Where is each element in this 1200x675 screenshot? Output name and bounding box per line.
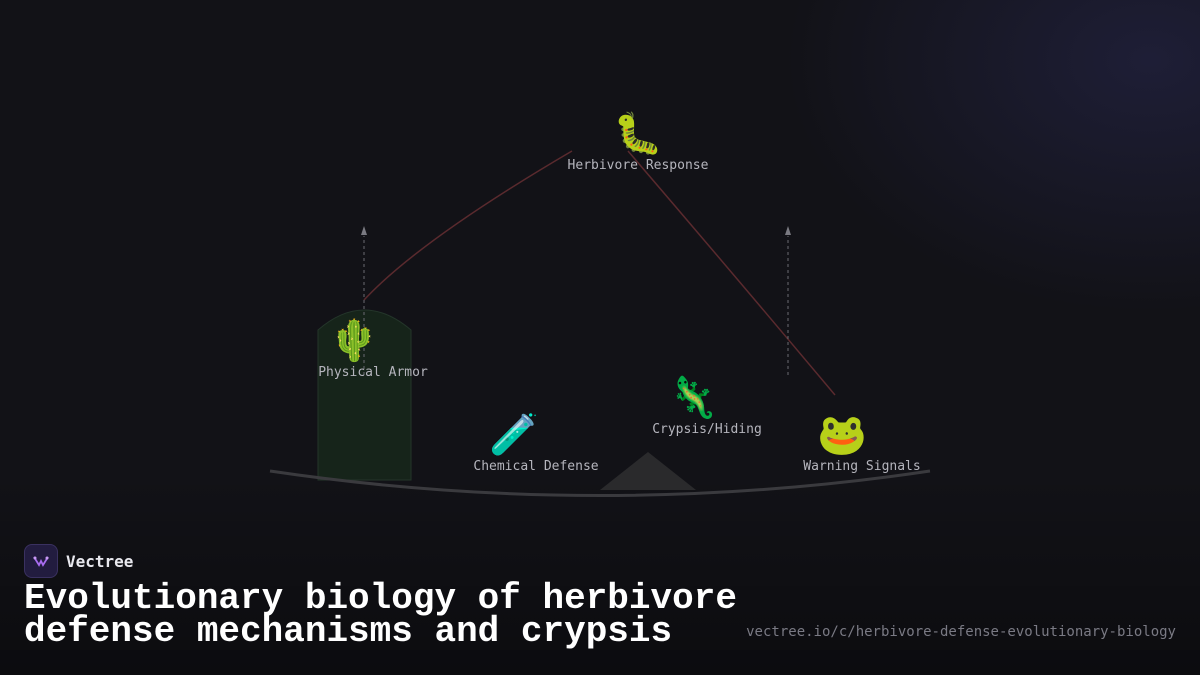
arrow-left-head <box>361 226 367 235</box>
caterpillar-icon: 🐛 <box>613 111 663 157</box>
mound <box>600 452 696 490</box>
node-label: Chemical Defense <box>473 459 599 474</box>
brand-name: Vectree <box>66 551 134 571</box>
lizard-icon: 🦎 <box>668 375 718 421</box>
node-physical-armor: 🌵 Physical Armor <box>293 319 453 380</box>
node-warning-signals: 🐸 Warning Signals <box>782 413 942 474</box>
node-label: Herbivore Response <box>567 158 709 173</box>
node-herbivore-response: 🐛 Herbivore Response <box>548 112 728 173</box>
arrow-right-head <box>785 226 791 235</box>
node-label: Physical Armor <box>318 365 428 380</box>
node-label: Crypsis/Hiding <box>652 422 762 437</box>
frog-icon: 🐸 <box>817 412 867 458</box>
page-title: Evolutionary biology of herbivore defens… <box>24 578 737 652</box>
brand[interactable]: Vectree <box>24 544 133 578</box>
armor-pillar <box>317 309 412 481</box>
node-chemical-defense: 🧪 Chemical Defense <box>446 413 626 474</box>
node-label: Warning Signals <box>803 459 921 474</box>
node-crypsis-hiding: 🦎 Crypsis/Hiding <box>627 376 787 437</box>
ground-line <box>269 469 931 497</box>
edge-herbivore-warning <box>627 150 836 396</box>
cactus-icon: 🌵 <box>329 318 379 364</box>
test-tube-icon: 🧪 <box>489 412 539 458</box>
page-url[interactable]: vectree.io/c/herbivore-defense-evolution… <box>746 624 1176 640</box>
vectree-logo-icon <box>24 544 58 578</box>
edge-herbivore-armor <box>363 150 573 301</box>
